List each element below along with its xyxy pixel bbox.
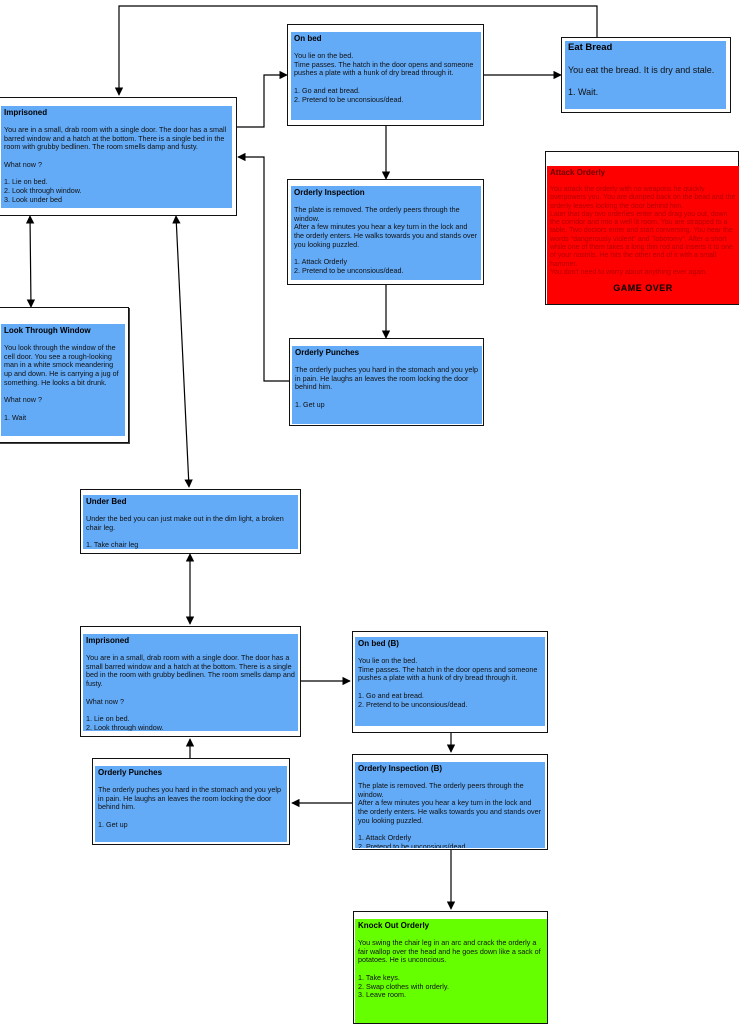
connector-punches-to-imprisoned: [237, 152, 291, 382]
node-title: Orderly Punches: [295, 348, 360, 357]
node-orderly-inspection[interactable]: Orderly Inspection The plate is removed.…: [287, 179, 484, 285]
connector-eat-bread-to-under-bed-loop: [114, 5, 598, 96]
node-title: Orderly Punches: [98, 768, 163, 777]
node-title: Attack Orderly: [550, 168, 606, 177]
node-text: The plate is removed. The orderly peers …: [294, 205, 477, 275]
node-text: The orderly puches you hard in the stoma…: [295, 365, 478, 409]
connector-imprisoned-to-on-bed: [237, 70, 288, 128]
node-text: You lie on the bed. Time passes. The hat…: [358, 656, 538, 709]
node-text: The plate is removed. The orderly peers …: [358, 781, 541, 848]
node-look-through-window[interactable]: Look Through Window You look through the…: [0, 307, 129, 443]
node-text: You look through the window of the cell …: [4, 343, 119, 422]
node-eat-bread[interactable]: Eat Bread You eat the bread. It is dry a…: [561, 37, 731, 113]
node-text: You lie on the bed. Time passes. The hat…: [294, 51, 474, 104]
node-text: Under the bed you can just make out in t…: [86, 514, 284, 549]
node-text: The orderly puches you hard in the stoma…: [98, 785, 281, 829]
node-text: You attack the orderly with no weapons h…: [550, 186, 736, 276]
game-over-label: GAME OVER: [613, 283, 673, 294]
node-attack-orderly[interactable]: Attack Orderly You attack the orderly wi…: [545, 151, 739, 305]
node-text: You swing the chair leg in an arc and cr…: [358, 938, 541, 1000]
node-on-bed[interactable]: On bed You lie on the bed. Time passes. …: [287, 24, 484, 126]
node-orderly-punches-b[interactable]: Orderly Punches The orderly puches you h…: [92, 758, 290, 845]
node-orderly-inspection-b[interactable]: Orderly Inspection (B) The plate is remo…: [352, 754, 548, 850]
node-text: You eat the bread. It is dry and stale. …: [568, 65, 715, 97]
node-title: On bed (B): [358, 639, 399, 648]
node-title: Under Bed: [86, 497, 127, 506]
node-title: Look Through Window: [4, 326, 91, 335]
node-title: On bed: [294, 34, 322, 43]
node-text: You are in a small, drab room with a sin…: [4, 125, 227, 204]
node-title: Eat Bread: [568, 42, 613, 53]
node-title: Imprisoned: [4, 108, 48, 117]
node-title: Imprisoned: [86, 636, 130, 645]
node-imprisoned[interactable]: Imprisoned You are in a small, drab room…: [0, 97, 237, 216]
connector-imprisoned-window: [25, 215, 36, 308]
node-knock-out-orderly[interactable]: Knock Out Orderly You swing the chair le…: [353, 911, 548, 1024]
node-on-bed-b[interactable]: On bed (B) You lie on the bed. Time pass…: [352, 631, 548, 733]
node-imprisoned-b[interactable]: Imprisoned You are in a small, drab room…: [80, 626, 301, 737]
node-under-bed[interactable]: Under Bed Under the bed you can just mak…: [80, 489, 301, 554]
node-title: Knock Out Orderly: [358, 921, 430, 930]
node-title: Orderly Inspection: [294, 188, 365, 197]
node-orderly-punches[interactable]: Orderly Punches The orderly puches you h…: [289, 338, 484, 426]
node-title: Orderly Inspection (B): [358, 764, 443, 773]
node-text: You are in a small, drab room with a sin…: [86, 653, 295, 731]
connector-imprisoned-under-bed: [172, 215, 193, 488]
